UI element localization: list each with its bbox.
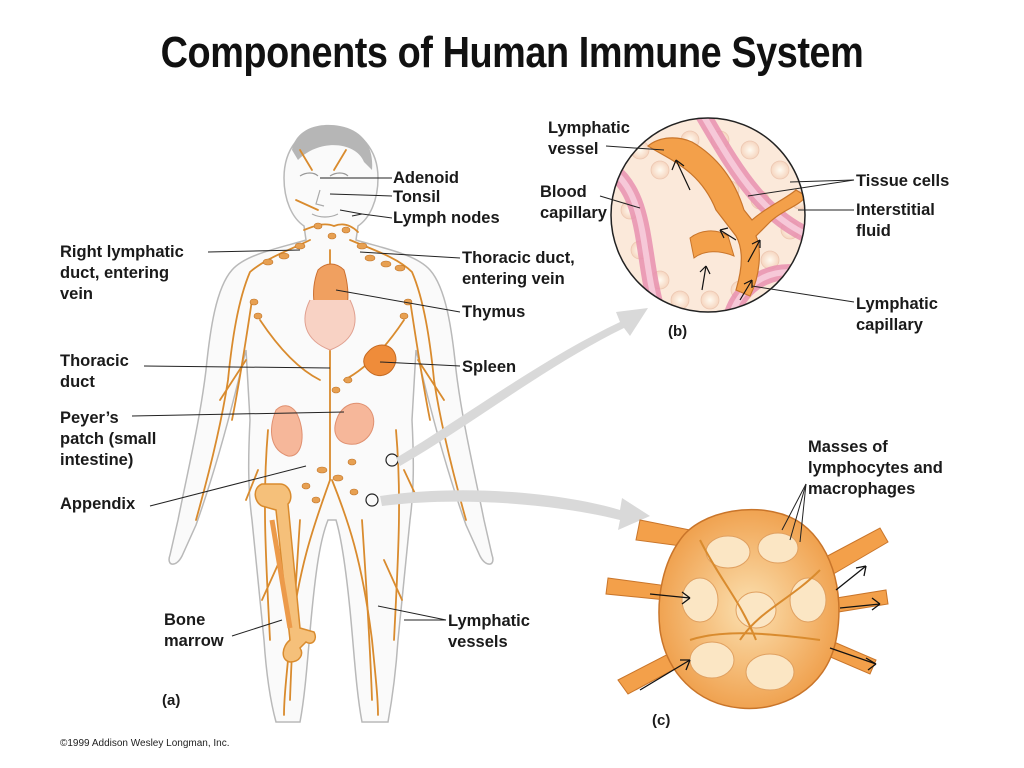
caption-b: (b): [668, 323, 688, 340]
label-adenoid: Adenoid: [393, 169, 459, 187]
lymph-node-inset: [605, 483, 889, 710]
page-title: Components of Human Immune System: [160, 28, 864, 77]
label-lymphatic-vessel: Lymphatic vessel: [548, 119, 630, 158]
label-thymus: Thymus: [462, 303, 526, 321]
label-lymphatic-capillary: Lymphatic capillary: [856, 295, 938, 334]
label-peyers-patch: Peyer’s patch (small intestine): [60, 409, 157, 469]
caption-c: (c): [652, 712, 671, 729]
label-tissue-cells: Tissue cells: [856, 172, 950, 190]
label-spleen: Spleen: [462, 358, 517, 376]
label-masses-lymphocytes-macrophages: Masses of lymphocytes and macrophages: [808, 438, 943, 498]
copyright-notice: ©1999 Addison Wesley Longman, Inc.: [60, 738, 230, 749]
human-body-figure: [131, 124, 494, 723]
label-tonsil: Tonsil: [393, 188, 441, 206]
label-thoracic-duct: Thoracic duct: [60, 352, 129, 391]
label-bone-marrow: Bone marrow: [164, 611, 224, 650]
label-thoracic-duct-entering-vein: Thoracic duct, entering vein: [462, 249, 575, 288]
label-right-lymphatic-duct: Right lymphatic duct, entering vein: [60, 243, 184, 303]
label-lymphatic-vessels: Lymphatic vessels: [448, 612, 530, 651]
label-appendix: Appendix: [60, 495, 136, 513]
label-blood-capillary: Blood capillary: [540, 183, 607, 222]
label-interstitial-fluid: Interstitial fluid: [856, 201, 935, 240]
label-lymph-nodes: Lymph nodes: [393, 209, 500, 227]
capillary-inset: [599, 117, 855, 313]
caption-a: (a): [162, 692, 181, 709]
enlargement-arrows: [380, 308, 650, 530]
